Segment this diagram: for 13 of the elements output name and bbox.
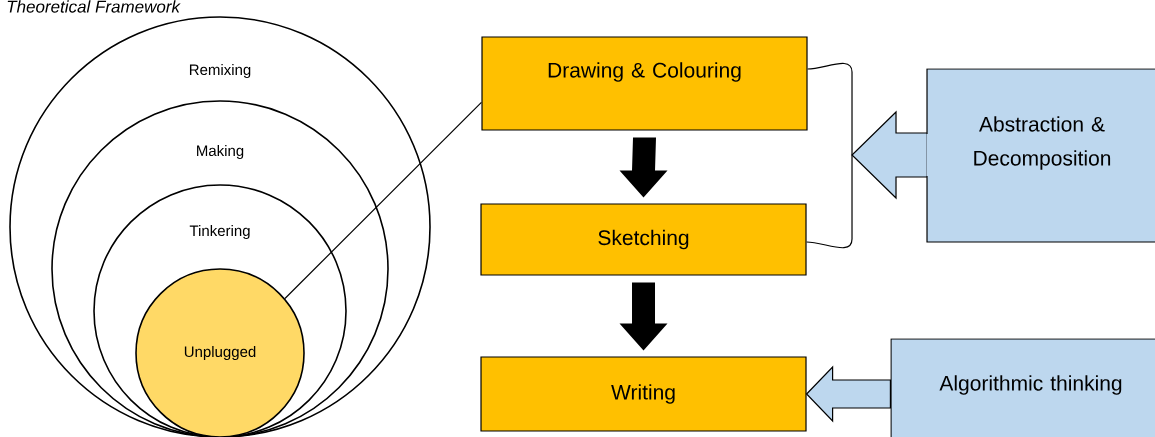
process-box: Sketching [480,203,807,276]
bracket-line [807,62,853,156]
bracket-line [806,154,853,249]
process-box: Writing [480,356,807,432]
arrow-callout: Abstraction & Decomposition [851,68,1155,243]
down-arrow [619,282,668,351]
down-arrow [619,137,668,198]
figure-title: Theoretical Framework [7,0,181,13]
callout-box: Algorithmic thinking [890,338,1155,437]
leader-line [284,101,482,300]
node-label: Making [197,145,244,159]
node-label: Tinkering [189,225,250,239]
process-box: Drawing & Colouring [481,36,808,131]
